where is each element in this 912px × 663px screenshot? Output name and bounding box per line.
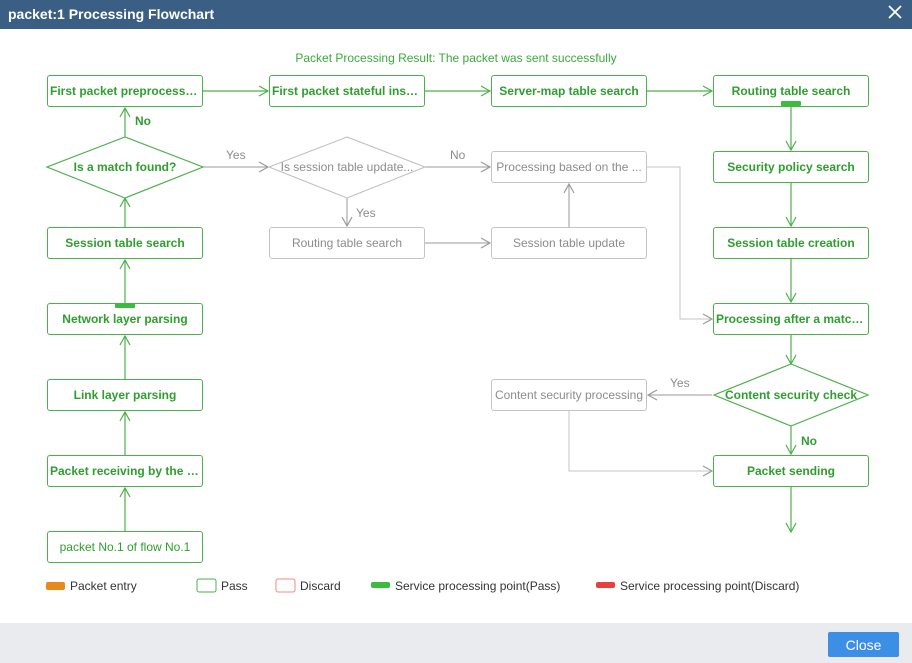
node-processing-based-on[interactable]: Processing based on the ...: [491, 151, 647, 183]
legend-pass: Pass: [221, 578, 248, 594]
label-content-security-check[interactable]: Content security check: [724, 388, 858, 402]
legend-service-discard-swatch: [596, 582, 615, 588]
node-link-layer-parsing[interactable]: Link layer parsing: [47, 379, 203, 411]
diamond-content-security-check: [712, 363, 870, 427]
dialog-footer: Close: [0, 623, 912, 663]
node-first-packet-preprocessing[interactable]: First packet preprocessing: [47, 75, 203, 107]
diamond-is-session-updated: [267, 136, 427, 199]
label-is-match-found[interactable]: Is a match found?: [73, 160, 177, 174]
node-server-map-table-search[interactable]: Server-map table search: [491, 75, 647, 107]
edge-processing-based-to-after-match: [647, 166, 714, 325]
node-processing-after-match[interactable]: Processing after a match i...: [713, 303, 869, 335]
service-point-marker-network: [115, 303, 135, 308]
edge-label-no-session: No: [450, 148, 466, 162]
legend-service-pass-swatch: [371, 582, 390, 588]
flowchart-edges: [45, 85, 870, 593]
edge-label-no-content: No: [801, 434, 817, 448]
node-packet-receiving[interactable]: Packet receiving by the ph...: [47, 455, 203, 487]
processing-result: Packet Processing Result: The packet was…: [295, 51, 617, 65]
edge-label-yes-content: Yes: [670, 376, 690, 390]
node-packet-entry[interactable]: packet No.1 of flow No.1: [47, 531, 203, 563]
legend-pass-swatch: [196, 578, 217, 593]
legend-service-discard: Service processing point(Discard): [620, 578, 799, 594]
legend-discard: Discard: [300, 578, 341, 594]
legend-service-pass-label: Service processing point(Pass): [395, 579, 561, 593]
node-security-policy-search[interactable]: Security policy search: [713, 151, 869, 183]
legend-pass-label: Pass: [221, 579, 248, 593]
title-bar: packet:1 Processing Flowchart: [0, 0, 912, 29]
node-session-table-search[interactable]: Session table search: [47, 227, 203, 259]
node-routing-table-search-inactive[interactable]: Routing table search: [269, 227, 425, 259]
window-title: packet:1 Processing Flowchart: [8, 6, 215, 22]
service-point-marker-routing: [781, 101, 801, 106]
node-session-table-update[interactable]: Session table update: [491, 227, 647, 259]
legend-discard-label: Discard: [300, 579, 341, 593]
close-button[interactable]: Close: [828, 632, 899, 657]
legend-packet-entry-label: Packet entry: [70, 579, 137, 593]
diamond-is-match-found: [45, 136, 205, 199]
legend-service-discard-label: Service processing point(Discard): [620, 579, 800, 593]
edge-label-no-preprocess: No: [135, 114, 151, 128]
legend-packet-entry: Packet entry: [70, 578, 137, 594]
edge-label-yes-session: Yes: [356, 206, 376, 220]
legend-service-pass: Service processing point(Pass): [395, 578, 560, 594]
edge-label-yes-match: Yes: [226, 148, 246, 162]
node-session-table-creation[interactable]: Session table creation: [713, 227, 869, 259]
edge-content-processing-to-sending: [568, 411, 714, 477]
close-icon[interactable]: [887, 4, 903, 20]
node-packet-sending[interactable]: Packet sending: [713, 455, 869, 487]
legend-discard-swatch: [275, 578, 296, 593]
node-first-packet-stateful-inspection[interactable]: First packet stateful inspe...: [269, 75, 425, 107]
label-is-session-table-updated[interactable]: Is session table update...: [280, 160, 414, 174]
legend-entry-swatch: [46, 582, 65, 590]
node-content-security-processing[interactable]: Content security processing: [491, 379, 647, 411]
